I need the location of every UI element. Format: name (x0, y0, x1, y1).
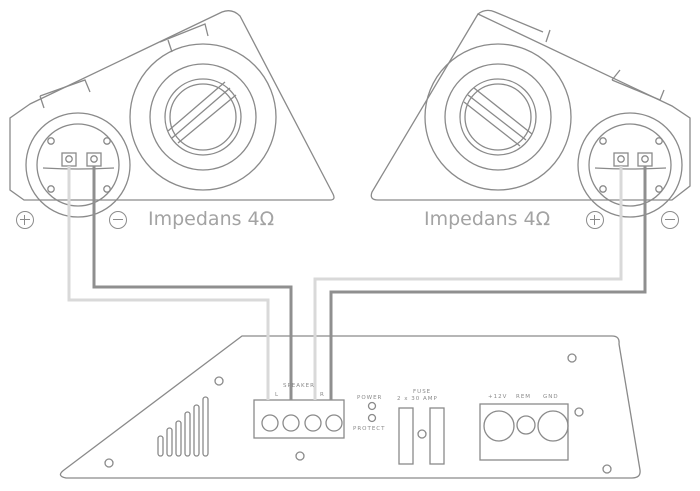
right-positive-wire (313, 166, 623, 400)
right-speaker-box (370, 9, 691, 218)
right-woofer-ring (444, 63, 552, 171)
left-minus-icon (109, 211, 127, 229)
left-impedance-label: Impedans 4Ω (148, 208, 275, 230)
left-plus-icon (16, 211, 34, 229)
amplifier-vents (157, 396, 209, 457)
power-label: POWER (357, 395, 383, 401)
right-impedance-label: Impedans 4Ω (424, 208, 551, 230)
power-terminal-block (479, 403, 569, 461)
left-terminal-cup (25, 112, 131, 218)
left-negative-wire (92, 166, 293, 400)
right-negative-wire (329, 166, 647, 400)
rem-terminal (516, 415, 536, 435)
fuse-1 (398, 407, 414, 465)
rem-label: REM (516, 394, 532, 400)
speaker-terminal-block (253, 399, 345, 439)
gnd-terminal (537, 410, 569, 442)
protect-label: PROTECT (353, 426, 386, 432)
right-woofer-outer (424, 43, 572, 191)
left-speaker-box (9, 10, 335, 218)
left-woofer-cap (164, 78, 242, 156)
speaker-header-label: SPEAKER (283, 383, 315, 389)
right-plus-icon (586, 211, 604, 229)
fuse-2 (429, 407, 445, 465)
plus12v-terminal (483, 410, 515, 442)
right-channel-label: R (320, 392, 325, 398)
left-positive-wire (67, 166, 270, 400)
protect-led (367, 413, 377, 423)
gnd-label: GND (543, 394, 559, 400)
fuse-rating-label: 2 x 30 AMP (397, 396, 438, 402)
fuse-label: FUSE (413, 389, 432, 395)
right-terminal-cup (577, 112, 683, 218)
speaker-wires (67, 166, 647, 400)
right-minus-icon (661, 211, 679, 229)
left-channel-label: L (275, 392, 280, 398)
power-led (367, 401, 377, 411)
amplifier-body (59, 335, 641, 479)
left-woofer-outer (129, 43, 277, 191)
right-woofer-cap (459, 78, 537, 156)
left-woofer-ring (149, 63, 257, 171)
plus12v-label: +12V (488, 394, 508, 400)
